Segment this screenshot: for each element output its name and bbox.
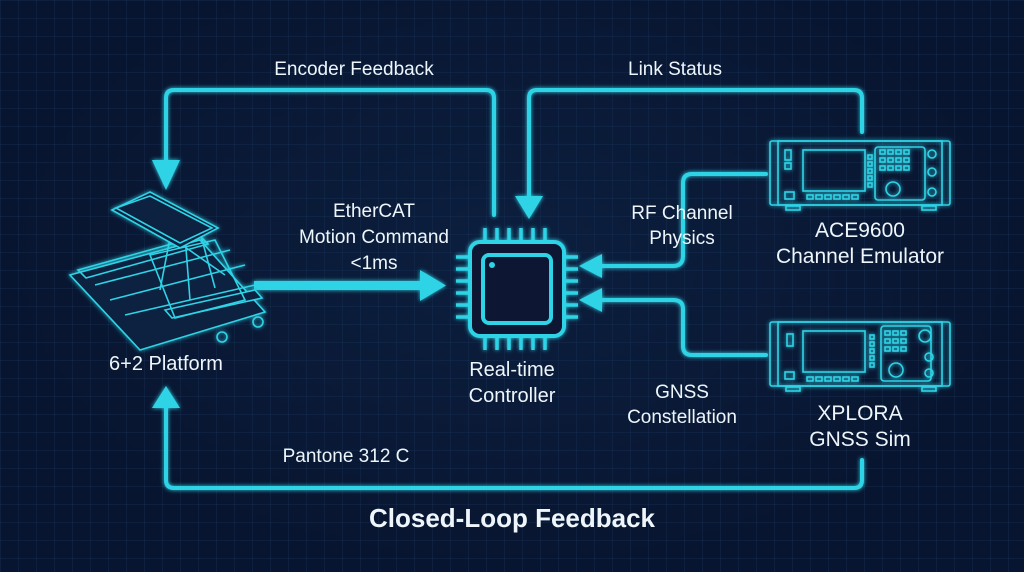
xplora-instrument-icon <box>769 321 951 392</box>
controller-label-line2: Controller <box>468 385 556 407</box>
encoder-feedback-label: Encoder Feedback <box>274 59 434 80</box>
xplora-label-line1: XPLORA <box>817 402 903 425</box>
ace9600-instrument-icon <box>769 140 951 211</box>
rf-channel-label-line2: Physics <box>649 228 715 249</box>
ethercat-label-line2: Motion Command <box>299 227 449 248</box>
microchip-icon <box>456 228 578 350</box>
pantone-label: Pantone 312 C <box>282 446 410 467</box>
ethercat-label-line1: EtherCAT <box>332 201 416 222</box>
gnss-arrowhead <box>579 288 602 312</box>
ethercat-label-line3: <1ms <box>350 253 398 274</box>
link-status-connector <box>527 88 864 200</box>
encoder-feedback-connector <box>164 88 496 217</box>
rf-arrowhead <box>579 254 602 278</box>
closed-loop-arrowhead <box>152 386 180 408</box>
controller-label-line1: Real-time <box>469 359 555 381</box>
ace9600-label-line1: ACE9600 <box>815 219 905 242</box>
ethercat-arrowhead <box>420 270 446 301</box>
gnss-connector <box>594 298 768 357</box>
link-status-label: Link Status <box>628 59 722 80</box>
platform-label: 6+2 Platform <box>109 353 223 375</box>
rf-channel-label-line1: RF Channel <box>631 203 733 224</box>
gnss-label-line2: Constellation <box>627 407 737 428</box>
xplora-label-line2: GNSS Sim <box>809 428 911 451</box>
link-status-arrowhead <box>515 196 543 219</box>
encoder-arrowhead <box>152 160 180 190</box>
diagram-title: Closed-Loop Feedback <box>368 503 656 533</box>
gnss-label-line1: GNSS <box>655 382 709 403</box>
ace9600-label-line2: Channel Emulator <box>775 245 945 268</box>
rf-channel-connector <box>594 172 768 268</box>
hexapod-platform-icon <box>68 191 267 351</box>
closed-loop-connector <box>164 403 864 490</box>
ethercat-arrow-shaft <box>254 281 424 290</box>
